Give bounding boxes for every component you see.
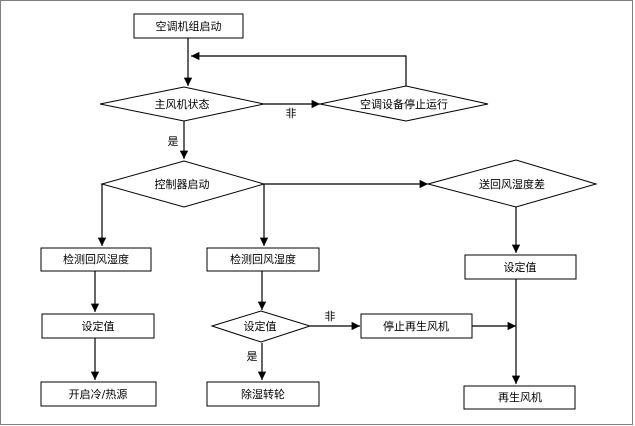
node-dehumid-wheel: 除湿转轮 — [206, 381, 320, 407]
node-supply-return-diff: 送回风湿度差 — [426, 159, 598, 208]
connectors — [90, 38, 521, 384]
node-dehumid-wheel-label: 除湿转轮 — [241, 387, 285, 401]
node-stop-equipment: 空调设备停止运行 — [319, 85, 489, 122]
node-regen-fan: 再生风机 — [463, 385, 576, 410]
node-start-label: 空调机组启动 — [156, 19, 222, 33]
node-controller-start-label: 控制器启动 — [155, 177, 210, 191]
node-stop-regen-fan: 停止再生风机 — [360, 313, 473, 339]
node-stop-equipment-label: 空调设备停止运行 — [360, 97, 448, 111]
arrow-stop-loop-back — [191, 51, 407, 86]
node-setpoint-2-label: 设定值 — [244, 319, 277, 333]
node-setpoint-2: 设定值 — [210, 310, 312, 343]
node-detect-humidity-1: 检测回风湿度 — [40, 247, 152, 272]
node-detect-humidity-2: 检测回风湿度 — [206, 247, 320, 272]
node-detect-humidity-1-label: 检测回风湿度 — [63, 252, 129, 266]
node-setpoint-1-label: 设定值 — [82, 319, 115, 333]
node-setpoint-3: 设定值 — [464, 254, 577, 280]
node-setpoint-3-label: 设定值 — [504, 260, 537, 274]
node-fan-status: 主风机状态 — [99, 86, 265, 122]
branch-label-yes-fan: 是 — [168, 135, 179, 148]
node-cold-heat-source-label: 开启冷/热源 — [69, 387, 128, 401]
node-start: 空调机组启动 — [133, 13, 244, 39]
node-regen-fan-label: 再生风机 — [498, 390, 542, 404]
node-supply-return-diff-label: 送回风湿度差 — [479, 177, 545, 191]
node-stop-regen-fan-label: 停止再生风机 — [383, 319, 449, 333]
branch-label-yes-setpoint: 是 — [247, 350, 258, 363]
branch-label-no-fan: 非 — [286, 107, 297, 120]
node-cold-heat-source: 开启冷/热源 — [40, 381, 157, 407]
node-fan-status-label: 主风机状态 — [155, 97, 210, 111]
node-setpoint-1: 设定值 — [41, 313, 155, 339]
branch-label-no-setpoint: 非 — [325, 310, 336, 323]
node-controller-start: 控制器启动 — [100, 160, 266, 208]
node-detect-humidity-2-label: 检测回风湿度 — [230, 252, 296, 266]
